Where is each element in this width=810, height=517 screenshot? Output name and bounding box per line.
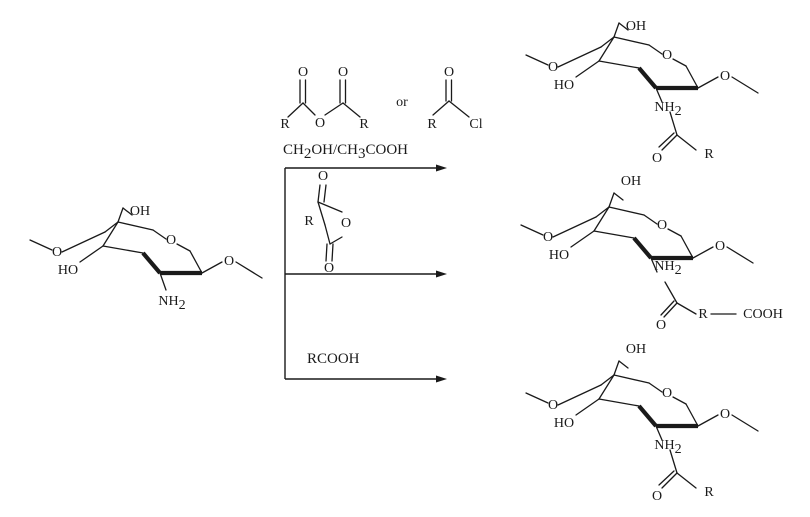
carboxylic-acid-label: RCOOH bbox=[307, 351, 360, 367]
c4-oxygen-label: O bbox=[548, 60, 558, 75]
cyclic-anhydride-structure: O O O R bbox=[304, 169, 351, 276]
product-structure-middle: OH O O O HO NH2 O R COOH bbox=[521, 174, 783, 333]
reaction-arrows bbox=[284, 164, 447, 383]
acid-anhydride-structure: O O O R R bbox=[280, 65, 369, 132]
ring-oxygen-label: O bbox=[166, 233, 176, 248]
oh-label: OH bbox=[621, 174, 641, 189]
c4-oxygen-label: O bbox=[52, 245, 62, 260]
carbonyl-oxygen-label: O bbox=[444, 65, 454, 80]
acyl-chloride-structure: O R Cl bbox=[427, 65, 482, 132]
r-group-label: R bbox=[698, 307, 708, 322]
carbonyl-oxygen-label: O bbox=[318, 169, 328, 184]
or-label: or bbox=[396, 95, 408, 110]
chitosan-structure: OH O O O HO NH2 bbox=[30, 204, 262, 313]
r-group-label: R bbox=[359, 117, 369, 132]
carboxyl-label: COOH bbox=[743, 307, 783, 322]
carbonyl-oxygen-label: O bbox=[652, 151, 662, 166]
carbonyl-oxygen-label: O bbox=[338, 65, 348, 80]
glycosidic-oxygen-label: O bbox=[720, 407, 730, 422]
oh-label: OH bbox=[626, 342, 646, 357]
r-group-label: R bbox=[304, 214, 314, 229]
amide-nh-label: NH2 bbox=[654, 100, 681, 119]
c4-oxygen-label: O bbox=[548, 398, 558, 413]
carbonyl-oxygen-label: O bbox=[656, 318, 666, 333]
solvent-label: CH2OH/CH3COOH bbox=[283, 142, 408, 162]
amide-nh-label: NH2 bbox=[654, 438, 681, 457]
oh-label: OH bbox=[130, 204, 150, 219]
product-structure-top: OH O O O HO NH2 O R bbox=[526, 19, 758, 166]
amide-nh-label: NH2 bbox=[654, 259, 681, 278]
carbonyl-oxygen-label: O bbox=[298, 65, 308, 80]
product-structure-bottom: OH O O O HO NH2 O R bbox=[526, 342, 758, 504]
carbonyl-oxygen-label: O bbox=[652, 489, 662, 504]
ring-oxygen-label: O bbox=[662, 48, 672, 63]
chlorine-label: Cl bbox=[469, 117, 482, 132]
r-group-label: R bbox=[427, 117, 437, 132]
bridge-oxygen-label: O bbox=[315, 116, 325, 131]
ho-label: HO bbox=[58, 263, 78, 278]
ring-oxygen-label: O bbox=[657, 218, 667, 233]
glycosidic-oxygen-label: O bbox=[224, 254, 234, 269]
ho-label: HO bbox=[549, 248, 569, 263]
carbonyl-oxygen-label: O bbox=[324, 261, 334, 276]
c4-oxygen-label: O bbox=[543, 230, 553, 245]
ho-label: HO bbox=[554, 416, 574, 431]
oh-label: OH bbox=[626, 19, 646, 34]
ring-oxygen-label: O bbox=[662, 386, 672, 401]
amine-label: NH2 bbox=[158, 294, 185, 313]
r-group-label: R bbox=[704, 147, 714, 162]
ho-label: HO bbox=[554, 78, 574, 93]
ring-oxygen-label: O bbox=[341, 216, 351, 231]
glycosidic-oxygen-label: O bbox=[720, 69, 730, 84]
r-group-label: R bbox=[280, 117, 290, 132]
glycosidic-oxygen-label: O bbox=[715, 239, 725, 254]
r-group-label: R bbox=[704, 485, 714, 500]
